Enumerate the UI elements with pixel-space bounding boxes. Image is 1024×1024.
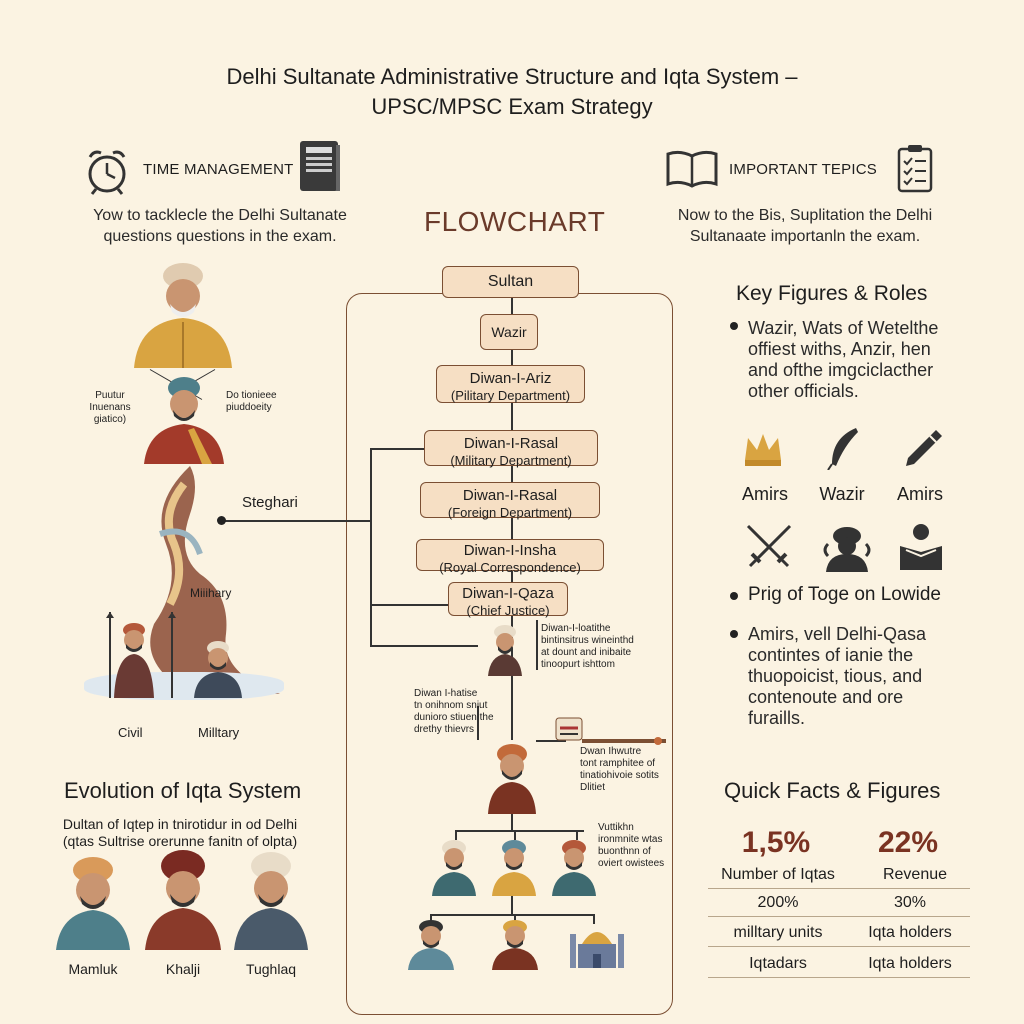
dynasty-mamluk: Mamluk [68,961,118,977]
military-mid-label: Miiihary [190,586,232,600]
bullet-dot-1 [730,322,738,330]
fact-row4-a: Iqtadars [749,955,807,972]
official-figure-3 [432,840,476,896]
bullet-dot-2 [730,592,738,600]
icon-label-wazir: Wazir [819,484,865,504]
official-figure-4 [492,840,536,896]
sultan-portrait [134,263,232,368]
dynasty-tughlaq: Tughlaq [245,961,297,977]
fact-row3-a: milltary units [733,924,823,941]
pen-icon [906,430,942,466]
book-icon [300,141,340,191]
open-book-icon [666,150,718,188]
official-figure-7 [492,920,538,970]
fact-number-iqtas-value: 1,5% [741,826,811,859]
alarm-clock-icon [88,150,126,195]
important-topics-label: IMPORTANT TEPICS [729,161,877,178]
civil-label: Civil [118,725,143,740]
crown-icon [745,434,781,466]
evolution-desc: Dultan of Iqtep in tnirotidur in od Delh… [62,816,298,849]
evolution-heading: Evolution of Iqta System [64,778,302,803]
page-subtitle: UPSC/MPSC Exam Strategy [371,94,653,119]
dynasty-khalji: Khalji [165,961,201,977]
steghari-label: Steghari [242,494,298,511]
important-topics-blurb-1: Now to the Bis, Suplitation the Delhi [677,207,933,224]
fact-row4-b: Iqta holders [868,955,952,972]
scholar-icon [823,527,871,572]
reader-icon [900,524,942,570]
fact-row2-b: 30% [893,894,927,911]
mosque-icon [570,932,624,968]
important-topics-blurb-2: Sultanaate importanln the exam. [689,228,921,245]
sword-scroll-icon [555,717,666,745]
official-figure-2 [488,744,536,814]
bullet-dot-3 [730,630,738,638]
flowchart-title: FLOWCHART [424,206,606,237]
key-figures-bullet-2: Prig of Toge on Lowide [748,584,941,605]
time-management-blurb-1: Yow to tacklecle the Delhi Sultanate [93,207,347,224]
page-title: Delhi Sultanate Administrative Structure… [226,64,798,89]
icon-label-amirs-2: Amirs [897,484,943,504]
mamluk-portrait [56,857,130,950]
military-label: Milltary [198,725,240,740]
wazir-box: Wazir [480,314,538,350]
diwan-i-rasal-military-box: Diwan-I-Rasal(Military Department) [424,430,598,468]
icon-label-amirs-1: Amirs [742,484,788,504]
fact-revenue-label: Revenue [882,866,948,883]
fact-number-iqtas-label: Number of Iqtas [721,866,835,883]
fact-row3-b: Iqta holders [868,924,952,941]
official-figure-5 [552,840,596,896]
military-soldier-figure [194,641,242,698]
time-management-label: TIME MANAGEMENT [143,161,294,178]
diwan-i-qaza-box: Diwan-I-Qaza(Chief Justice) [448,582,568,618]
crossed-swords-icon [746,524,792,568]
decorative-swirl [150,466,280,694]
official-figure-1 [488,625,522,676]
wazir-portrait [144,377,224,464]
quill-icon [827,428,858,470]
sultan-box: Sultan [442,266,579,298]
official-figure-6 [408,920,454,970]
time-management-blurb-2: questions questions in the exam. [103,228,337,245]
tughlaq-portrait [234,852,308,950]
checklist-icon [897,145,933,193]
khalji-portrait [145,850,221,950]
diwan-i-rasal-foreign-box: Diwan-I-Rasal(Foreign Department) [420,482,600,520]
fact-revenue-value: 22% [877,826,939,859]
diwan-i-insha-box: Diwan-I-Insha(Royal Correspondence) [416,539,604,575]
civil-soldier-figure [106,612,176,698]
key-figures-heading: Key Figures & Roles [736,282,928,305]
diwan-i-ariz-box: Diwan-I-Ariz(Pilitary Department) [436,365,585,403]
quick-facts-heading: Quick Facts & Figures [724,778,941,803]
fact-row2-a: 200% [757,894,799,911]
